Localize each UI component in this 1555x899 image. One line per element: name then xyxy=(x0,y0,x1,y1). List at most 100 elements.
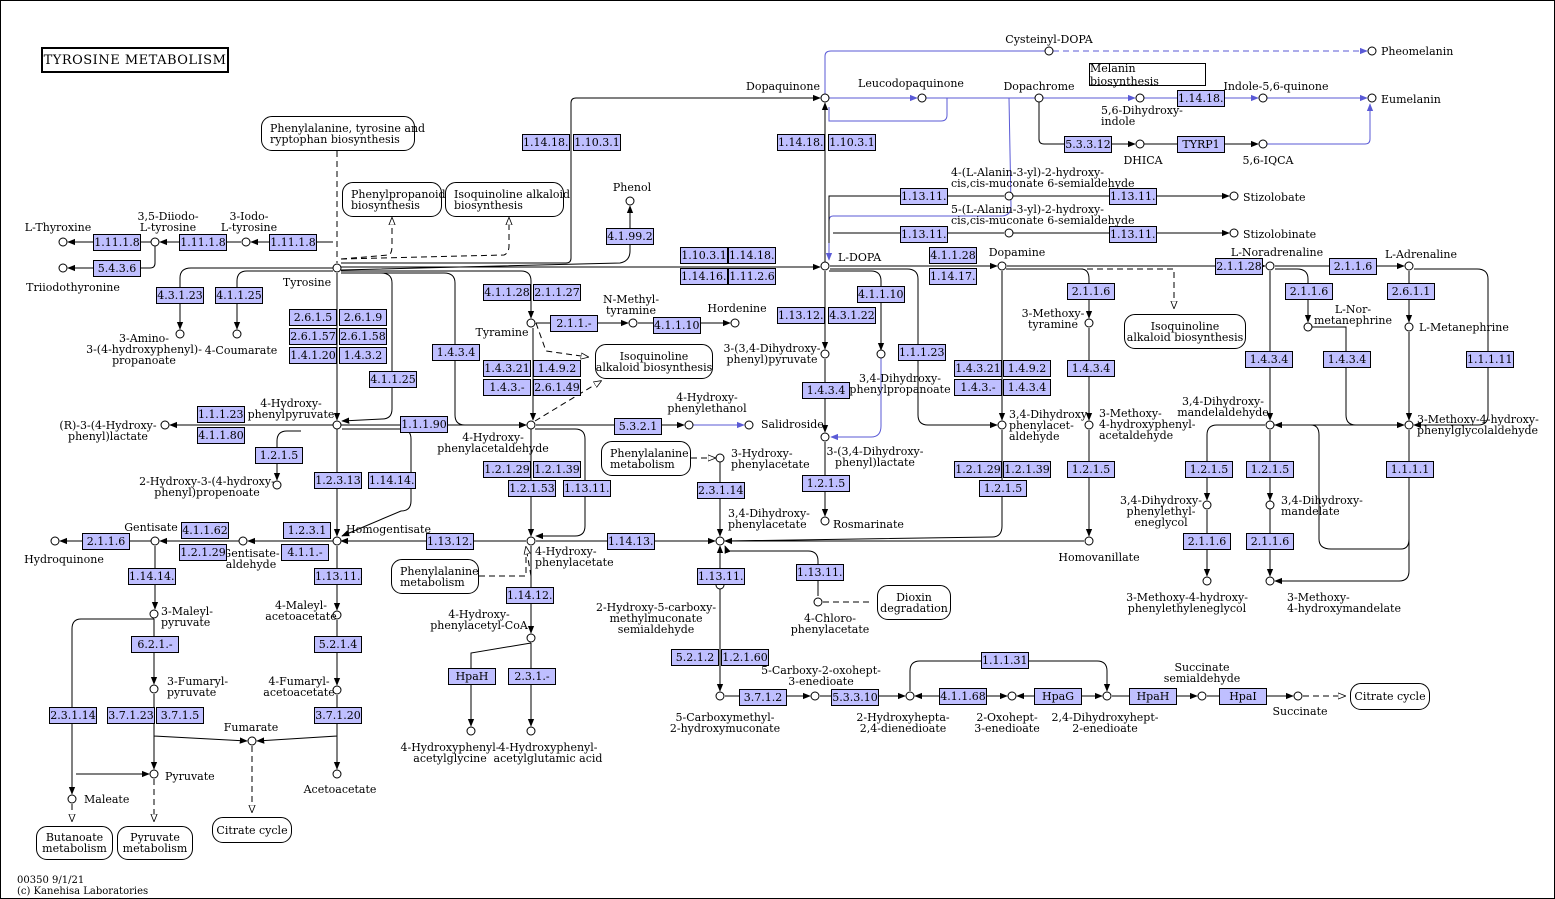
enzyme-box-1-10-3-1[interactable]: 1.10.3.1 xyxy=(573,134,621,151)
enzyme-box-2-1-1-28[interactable]: 2.1.1.28 xyxy=(1215,258,1263,275)
enzyme-box-1-4-3-4[interactable]: 1.4.3.4 xyxy=(1003,379,1051,396)
compound-node-diiodo[interactable] xyxy=(150,237,160,247)
enzyme-box-1-13-12--[interactable]: 1.13.12.- xyxy=(426,533,474,550)
compound-node-lmetan[interactable] xyxy=(1404,322,1414,332)
compound-node-stizolobate[interactable] xyxy=(1229,191,1239,201)
compound-node-coxo[interactable] xyxy=(810,691,820,701)
compound-node-hpp[interactable] xyxy=(332,420,342,430)
enzyme-box-1-1-1-312[interactable]: 1.1.1.312 xyxy=(981,652,1029,669)
enzyme-box-1-14-18-1[interactable]: 1.14.18.1 xyxy=(1177,90,1225,107)
compound-node-iodo[interactable] xyxy=(241,237,251,247)
enzyme-box-2-6-1-58[interactable]: 2.6.1.58 xyxy=(339,328,387,345)
enzyme-box-4-3-1-23[interactable]: 4.3.1.23 xyxy=(156,287,204,304)
compound-node-dhpacetate[interactable] xyxy=(715,536,725,546)
enzyme-box-2-3-1-140[interactable]: 2.3.1.140 xyxy=(697,482,745,499)
enzyme-box-1-4-9-2[interactable]: 1.4.9.2 xyxy=(1003,360,1051,377)
enzyme-box-TYRP1[interactable]: TYRP1 xyxy=(1177,136,1225,153)
compound-node-amino3[interactable] xyxy=(175,329,185,339)
compound-node-ladren[interactable] xyxy=(1404,261,1414,271)
compound-node-dopamine[interactable] xyxy=(997,261,1007,271)
enzyme-box-2-1-1-6[interactable]: 2.1.1.6 xyxy=(1067,283,1115,300)
enzyme-box-1-14-18-1[interactable]: 1.14.18.1 xyxy=(728,247,776,264)
enzyme-box-1-11-1-8[interactable]: 1.11.1.8 xyxy=(179,234,227,251)
compound-node-rosmarinate[interactable] xyxy=(820,516,830,526)
enzyme-box-3-7-1-5[interactable]: 3.7.1.5 xyxy=(156,707,204,724)
compound-node-hpacetate4[interactable] xyxy=(526,536,536,546)
enzyme-box-4-1-1-108[interactable]: 4.1.1.108 xyxy=(653,317,701,334)
enzyme-box-1-2-3-1[interactable]: 1.2.3.1 xyxy=(283,522,331,539)
enzyme-box-1-1-1-90[interactable]: 1.1.1.90 xyxy=(400,416,448,433)
compound-node-leuco[interactable] xyxy=(917,93,927,103)
compound-node-hpacgly[interactable] xyxy=(466,726,476,736)
enzyme-box-3-7-1-2[interactable]: 3.7.1.2 xyxy=(739,689,787,706)
enzyme-box-5-3-3-12[interactable]: 5.3.3.12 xyxy=(1064,136,1112,153)
compound-node-hpeth[interactable] xyxy=(684,420,694,430)
enzyme-box-4-1-1-28[interactable]: 4.1.1.28 xyxy=(483,284,531,301)
enzyme-box-5-2-1-2[interactable]: 5.2.1.2 xyxy=(671,649,719,666)
map-phenala1[interactable]: Phenylalanine metabolism xyxy=(601,441,691,476)
compound-node-r3lact[interactable] xyxy=(160,420,170,430)
compound-node-dhhept[interactable] xyxy=(1102,691,1112,701)
enzyme-box-5-3-2-1[interactable]: 5.3.2.1 xyxy=(614,418,662,435)
enzyme-box-1-4-3-4[interactable]: 1.4.3.4 xyxy=(802,382,850,399)
compound-node-tyrosine[interactable] xyxy=(332,263,342,273)
map-citrate2[interactable]: Citrate cycle xyxy=(212,817,292,843)
compound-node-mhmand[interactable] xyxy=(1265,576,1275,586)
enzyme-box-1-2-1-5[interactable]: 1.2.1.5 xyxy=(255,447,303,464)
compound-node-hpacald[interactable] xyxy=(526,420,536,430)
enzyme-box-1-13-11-5[interactable]: 1.13.11.5 xyxy=(697,568,745,585)
compound-node-hordenine[interactable] xyxy=(730,318,740,328)
enzyme-box-1-2-1-5[interactable]: 1.2.1.5 xyxy=(802,475,850,492)
enzyme-box-1-2-1-5[interactable]: 1.2.1.5 xyxy=(1246,461,1294,478)
enzyme-box-2-1-1-6[interactable]: 2.1.1.6 xyxy=(82,533,130,550)
enzyme-box-5-2-1-4[interactable]: 5.2.1.4 xyxy=(314,636,362,653)
enzyme-box-1-2-3-13[interactable]: 1.2.3.13 xyxy=(314,472,362,489)
compound-node-lnorad[interactable] xyxy=(1265,261,1275,271)
compound-node-coumarate[interactable] xyxy=(232,329,242,339)
compound-node-fumpyr[interactable] xyxy=(149,684,159,694)
enzyme-box-4-1-1-25[interactable]: 4.1.1.25 xyxy=(215,287,263,304)
compound-node-lnormet[interactable] xyxy=(1303,322,1313,332)
compound-node-dopaq[interactable] xyxy=(820,93,830,103)
enzyme-box-1-14-13-18[interactable]: 1.14.13.18 xyxy=(607,533,655,550)
enzyme-box-2-6-1-49[interactable]: 2.6.1.49 xyxy=(533,379,581,396)
enzyme-box-1-13-12-15[interactable]: 1.13.12.15 xyxy=(777,307,825,324)
map-phenala2[interactable]: Phenylalanine metabolism xyxy=(391,559,479,594)
enzyme-box-2-1-1-27[interactable]: 2.1.1.27 xyxy=(533,284,581,301)
compound-node-iqca[interactable] xyxy=(1258,139,1268,149)
compound-node-homogentisate[interactable] xyxy=(332,536,342,546)
enzyme-box-4-1-1-28[interactable]: 4.1.1.28 xyxy=(929,247,977,264)
enzyme-box-1-1-1-237[interactable]: 1.1.1.237 xyxy=(898,344,946,361)
enzyme-box-1-2-1-29[interactable]: 1.2.1.29 xyxy=(179,544,227,561)
enzyme-box-1-14-14-9[interactable]: 1.14.14.9 xyxy=(368,472,416,489)
compound-node-mhpacald[interactable] xyxy=(1084,420,1094,430)
compound-node-hpacoa[interactable] xyxy=(526,633,536,643)
compound-node-hppe[interactable] xyxy=(272,480,282,490)
enzyme-box-2-1-1--[interactable]: 2.1.1.- xyxy=(550,315,598,332)
enzyme-box-1-4-3-4[interactable]: 1.4.3.4 xyxy=(432,344,480,361)
enzyme-box-1-14-14-9[interactable]: 1.14.14.9 xyxy=(128,568,176,585)
enzyme-box-1-2-1-5[interactable]: 1.2.1.5 xyxy=(1067,461,1115,478)
enzyme-box-1-4-3-21[interactable]: 1.4.3.21 xyxy=(483,360,531,377)
compound-node-stizolobinate[interactable] xyxy=(1229,228,1239,238)
map-pheTyrTrp[interactable]: Phenylalanine, tyrosine and ryptophan bi… xyxy=(261,116,425,151)
enzyme-box-1-13-11-4[interactable]: 1.13.11.4 xyxy=(314,568,362,585)
enzyme-box-2-1-1-6[interactable]: 2.1.1.6 xyxy=(1246,533,1294,550)
enzyme-box-1-2-1-60[interactable]: 1.2.1.60 xyxy=(721,649,769,666)
enzyme-box-4-1-1-25[interactable]: 4.1.1.25 xyxy=(369,371,417,388)
enzyme-box-1-14-18-1[interactable]: 1.14.18.1 xyxy=(522,134,570,151)
compound-node-mhpglyald[interactable] xyxy=(1404,420,1414,430)
compound-node-triiodo[interactable] xyxy=(58,263,68,273)
enzyme-box-1-4-3-2[interactable]: 1.4.3.2 xyxy=(339,347,387,364)
compound-node-succinate[interactable] xyxy=(1293,691,1303,701)
enzyme-box-1-2-1-5[interactable]: 1.2.1.5 xyxy=(979,480,1027,497)
enzyme-box-5-3-3-10[interactable]: 5.3.3.10 xyxy=(831,689,879,706)
compound-node-lthyrox[interactable] xyxy=(58,237,68,247)
enzyme-box-1-14-17-1[interactable]: 1.14.17.1 xyxy=(929,268,977,285)
enzyme-box-1-4-3-4[interactable]: 1.4.3.4 xyxy=(1245,351,1293,368)
enzyme-box-6-2-1--[interactable]: 6.2.1.- xyxy=(131,636,179,653)
compound-node-clphac[interactable] xyxy=(813,597,823,607)
enzyme-box-4-3-1-22[interactable]: 4.3.1.22 xyxy=(828,307,876,324)
enzyme-box-4-1-1--[interactable]: 4.1.1.- xyxy=(281,544,329,561)
compound-node-gentisate[interactable] xyxy=(150,536,160,546)
